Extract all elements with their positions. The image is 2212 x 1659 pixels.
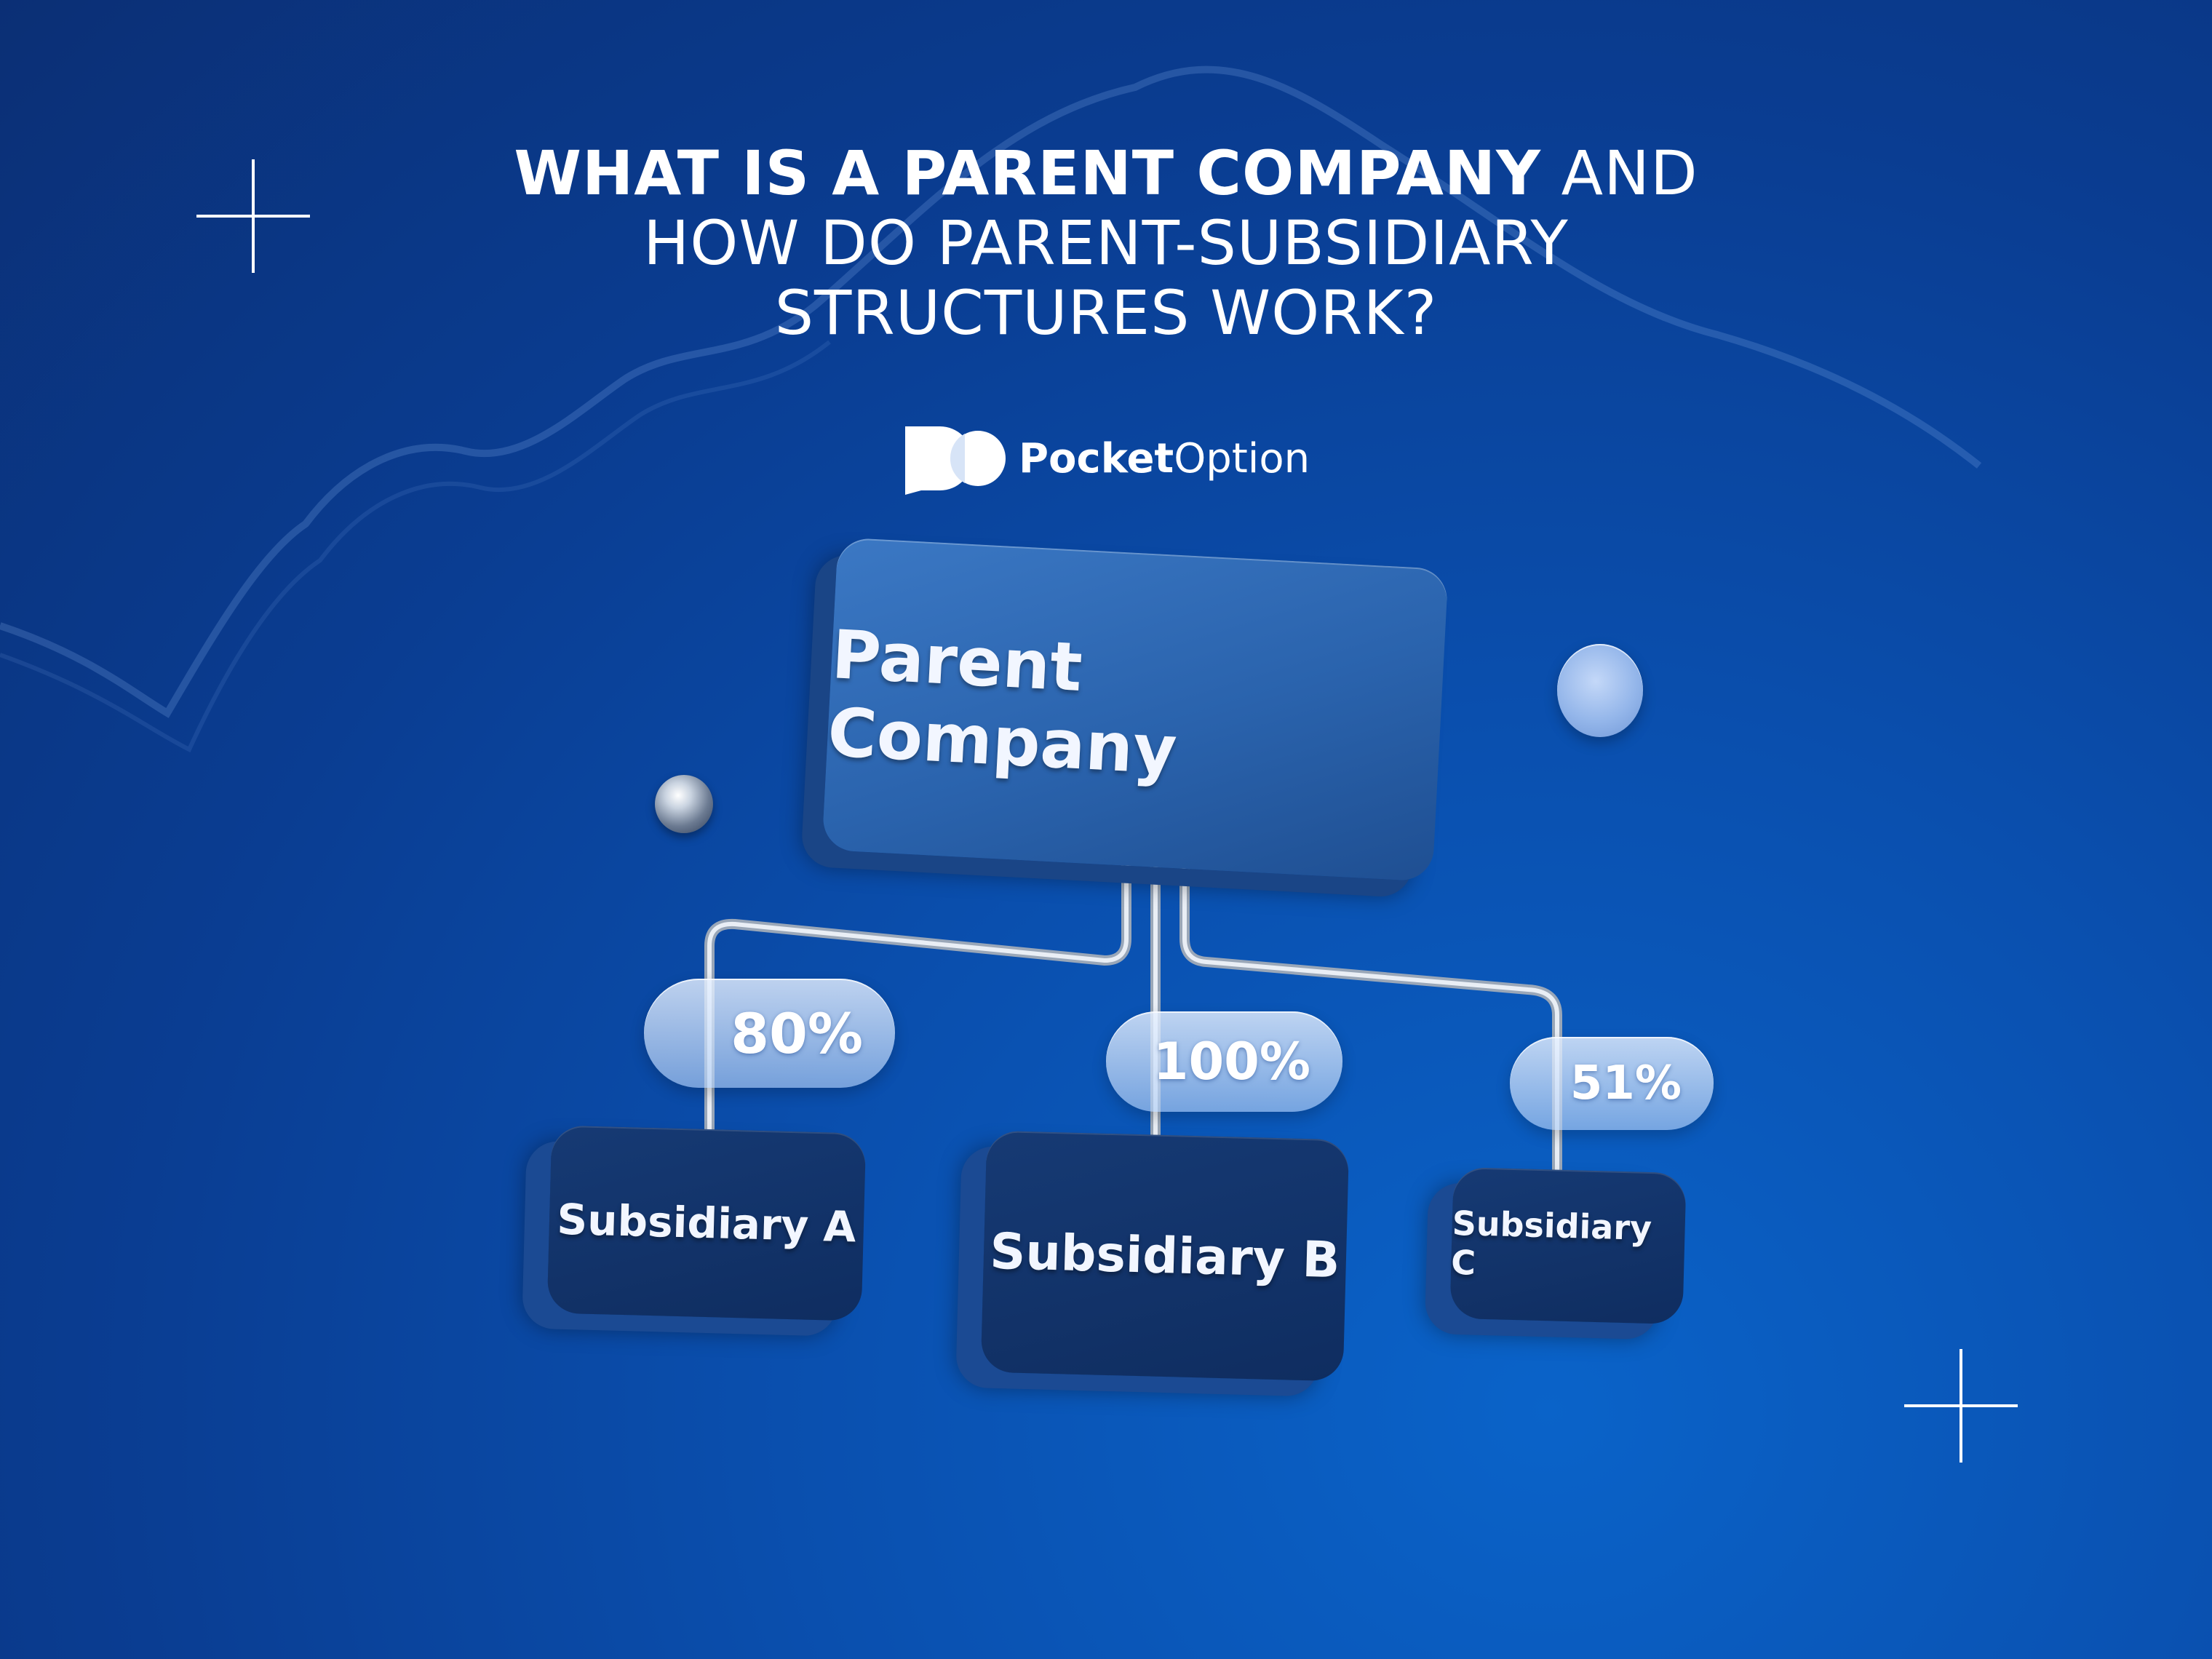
ownership-value-a: 80% bbox=[731, 1000, 863, 1066]
pocketoption-logo-icon bbox=[905, 426, 1006, 495]
title-line-3: STRUCTURES WORK? bbox=[774, 277, 1438, 349]
brand-name-strong: Pocket bbox=[1019, 434, 1174, 482]
ownership-pill-c: 51% bbox=[1510, 1037, 1714, 1130]
subsidiary-c-box: Subsidiary C bbox=[1449, 1166, 1687, 1325]
title-rest-text-1: AND bbox=[1540, 138, 1698, 209]
brand-name-light: Option bbox=[1174, 434, 1310, 482]
subsidiary-b-label: Subsidiary B bbox=[989, 1222, 1341, 1289]
ownership-value-b: 100% bbox=[1153, 1032, 1310, 1091]
subsidiary-a-box: Subsidiary A bbox=[546, 1125, 867, 1321]
brand-name: PocketOption bbox=[1019, 435, 1310, 482]
title-line-2: HOW DO PARENT-SUBSIDIARY bbox=[643, 207, 1569, 279]
brand-logo: PocketOption bbox=[902, 422, 1310, 495]
title-line-1: WHAT IS A PARENT COMPANY AND bbox=[306, 138, 1906, 208]
metal-sphere-decoration bbox=[655, 775, 713, 833]
ownership-pill-a: 80% bbox=[644, 979, 895, 1088]
ownership-value-c: 51% bbox=[1570, 1057, 1682, 1110]
crosshair-decoration-top-left bbox=[196, 159, 310, 273]
glass-disc-decoration bbox=[1557, 644, 1643, 737]
crosshair-decoration-bottom-right bbox=[1904, 1349, 2018, 1463]
subsidiary-b-box: Subsidiary B bbox=[980, 1130, 1350, 1382]
parent-company-box: Parent Company bbox=[821, 537, 1449, 882]
parent-company-label: Parent Company bbox=[825, 616, 1179, 789]
page-title: WHAT IS A PARENT COMPANY AND HOW DO PARE… bbox=[306, 138, 1906, 348]
subsidiary-c-label: Subsidiary C bbox=[1450, 1203, 1652, 1283]
subsidiary-a-label: Subsidiary A bbox=[556, 1194, 857, 1252]
ownership-pill-b: 100% bbox=[1106, 1011, 1342, 1112]
title-bold-text: WHAT IS A PARENT COMPANY bbox=[514, 138, 1541, 209]
